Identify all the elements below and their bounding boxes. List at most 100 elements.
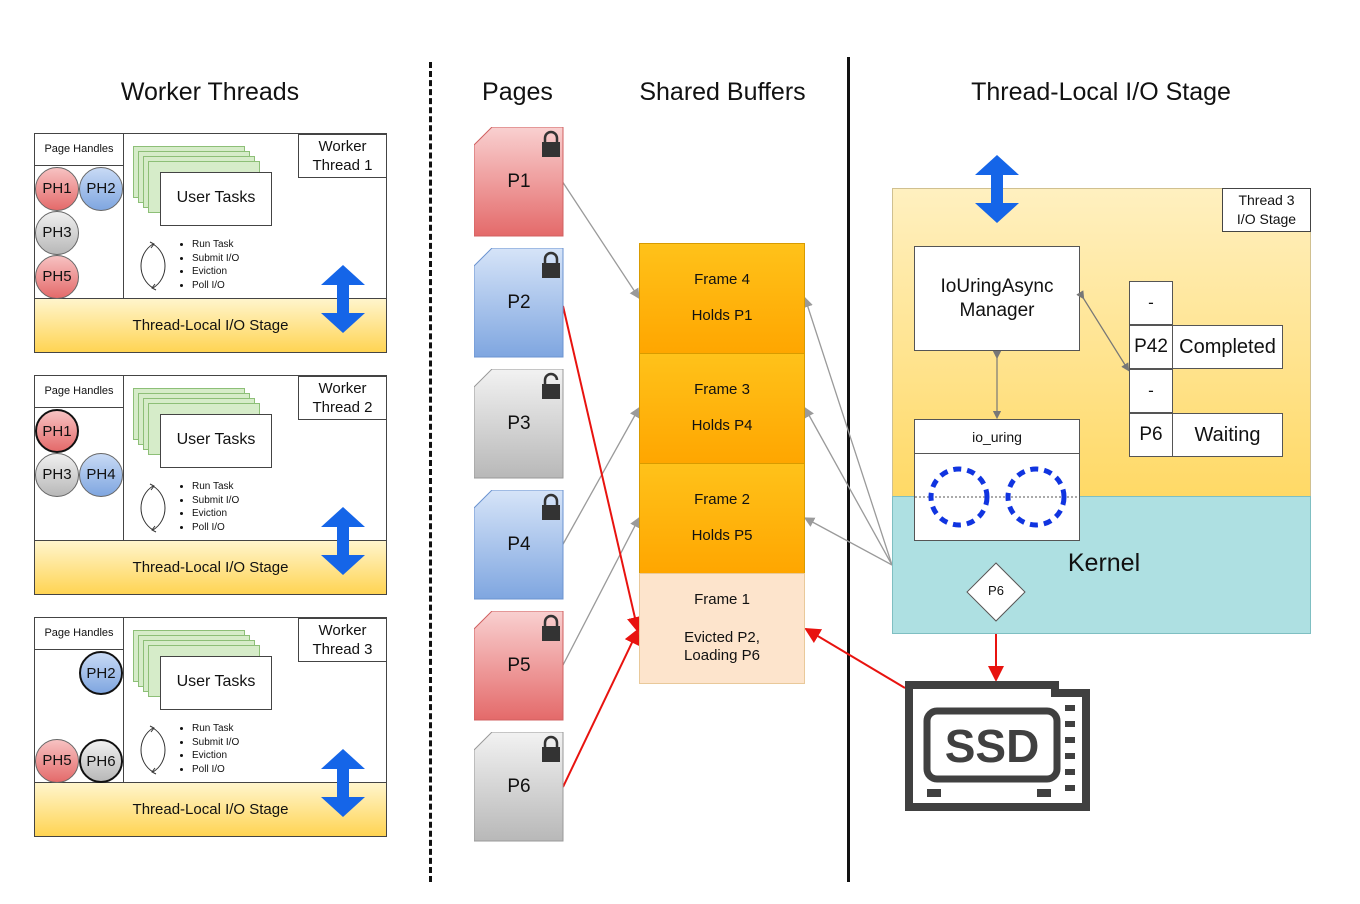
page-p1: P1 [474, 127, 564, 237]
ssd-label: SSD [944, 720, 1040, 772]
page-handles-column [35, 134, 124, 299]
request-label: P6 [988, 583, 1004, 598]
worker-thread-label: Worker Thread 3 [298, 618, 387, 662]
page-p6: P6 [474, 732, 564, 842]
lock-icon [542, 493, 560, 520]
cycle-icon [140, 483, 166, 533]
lock-icon [542, 614, 560, 641]
user-tasks-box: User Tasks [160, 172, 272, 226]
page-p3: P3 [474, 369, 564, 479]
page-label: P1 [507, 171, 531, 192]
page-handle-ph1: PH1 [35, 167, 79, 211]
page-p5: P5 [474, 611, 564, 721]
task-item: Submit I/O [192, 736, 239, 750]
shared-buffers-title: Shared Buffers [639, 78, 806, 106]
page-handle-ph6: PH6 [79, 739, 123, 783]
page-label: P6 [507, 776, 531, 797]
worker-panel-2: Page Handles Worker Thread 2 User Tasks … [34, 375, 387, 595]
page-shape [474, 490, 564, 600]
page-handle-ph1: PH1 [35, 409, 79, 453]
task-item: Eviction [192, 507, 239, 521]
user-tasks-box: User Tasks [160, 414, 272, 468]
table-cell-status: Waiting [1172, 413, 1283, 457]
task-list: Run Task Submit I/O Eviction Poll I/O [178, 722, 239, 776]
frame-name: Frame 2 [694, 491, 750, 508]
thread-local-io-stage: Thread-Local I/O Stage [35, 298, 386, 352]
io-uring-box: io_uring [914, 419, 1080, 541]
worker-panel-3: Page Handles Worker Thread 3 User Tasks … [34, 617, 387, 837]
double-arrow-icon [321, 507, 365, 575]
io-stage-label: Thread 3 I/O Stage [1222, 188, 1311, 232]
double-arrow-icon [321, 749, 365, 817]
io-uring-async-manager: IoUringAsync Manager [914, 246, 1080, 351]
io-uring-label: io_uring [915, 420, 1079, 454]
task-item: Poll I/O [192, 763, 239, 777]
io-stage-title: Thread-Local I/O Stage [971, 78, 1231, 106]
frame-name: Frame 1 [694, 591, 750, 608]
task-item: Run Task [192, 480, 239, 494]
task-item: Poll I/O [192, 279, 239, 293]
frame-status: Holds P1 [691, 307, 753, 324]
unlock-icon [542, 372, 560, 399]
page-label: P5 [507, 655, 531, 676]
task-item: Eviction [192, 265, 239, 279]
page-shape [474, 248, 564, 358]
page-p2: P2 [474, 248, 564, 358]
dashed-divider [429, 62, 432, 882]
frame-status: Evicted P2, Loading P6 [684, 629, 760, 664]
worker-thread-label: Worker Thread 2 [298, 376, 387, 420]
task-item: Run Task [192, 722, 239, 736]
lock-icon [542, 130, 560, 157]
table-cell-page: - [1129, 281, 1173, 325]
task-item: Submit I/O [192, 494, 239, 508]
thread-local-io-stage: Thread-Local I/O Stage [35, 782, 386, 836]
worker-thread-label: Worker Thread 1 [298, 134, 387, 178]
solid-divider [847, 57, 850, 882]
page-label: P3 [507, 413, 531, 434]
frame-name: Frame 3 [694, 381, 750, 398]
page-label: P2 [507, 292, 531, 313]
frame-3: Frame 3 Holds P4 [639, 353, 805, 464]
table-cell-page: - [1129, 369, 1173, 413]
frame-2: Frame 2 Holds P5 [639, 463, 805, 574]
task-item: Eviction [192, 749, 239, 763]
page-label: P4 [507, 534, 531, 555]
frame-4: Frame 4 Holds P1 [639, 243, 805, 354]
page-handles-header: Page Handles [35, 618, 124, 650]
table-cell-status: Completed [1172, 325, 1283, 369]
task-item: Poll I/O [192, 521, 239, 535]
task-item: Submit I/O [192, 252, 239, 266]
page-p4: P4 [474, 490, 564, 600]
task-list: Run Task Submit I/O Eviction Poll I/O [178, 238, 239, 292]
table-cell-page: P42 [1129, 325, 1173, 369]
thread-local-io-stage: Thread-Local I/O Stage [35, 540, 386, 594]
frame-1: Frame 1 Evicted P2, Loading P6 [639, 573, 805, 684]
page-handle-ph5: PH5 [35, 739, 79, 783]
ring-buffers-icon [915, 466, 1079, 528]
page-shape [474, 611, 564, 721]
page-handle-ph3: PH3 [35, 453, 79, 497]
lock-icon [542, 251, 560, 278]
cycle-icon [140, 241, 166, 291]
page-handle-ph2: PH2 [79, 167, 123, 211]
page-handles-header: Page Handles [35, 376, 124, 408]
frame-name: Frame 4 [694, 271, 750, 288]
double-arrow-icon [975, 155, 1019, 223]
page-handles-column [35, 618, 124, 783]
frame-status: Holds P5 [691, 527, 753, 544]
page-shape [474, 732, 564, 842]
pages-title: Pages [482, 78, 553, 106]
page-handle-ph5: PH5 [35, 255, 79, 299]
lock-icon [542, 735, 560, 762]
worker-panel-1: Page Handles Worker Thread 1 User Tasks … [34, 133, 387, 353]
page-shape [474, 369, 564, 479]
ssd-icon: SSD [905, 681, 1090, 811]
page-to-frame-arrows [561, 180, 640, 668]
task-list: Run Task Submit I/O Eviction Poll I/O [178, 480, 239, 534]
page-handles-column [35, 376, 124, 541]
user-tasks-box: User Tasks [160, 656, 272, 710]
ssd-outline [905, 681, 1090, 811]
page-handles-header: Page Handles [35, 134, 124, 166]
cycle-icon [140, 725, 166, 775]
